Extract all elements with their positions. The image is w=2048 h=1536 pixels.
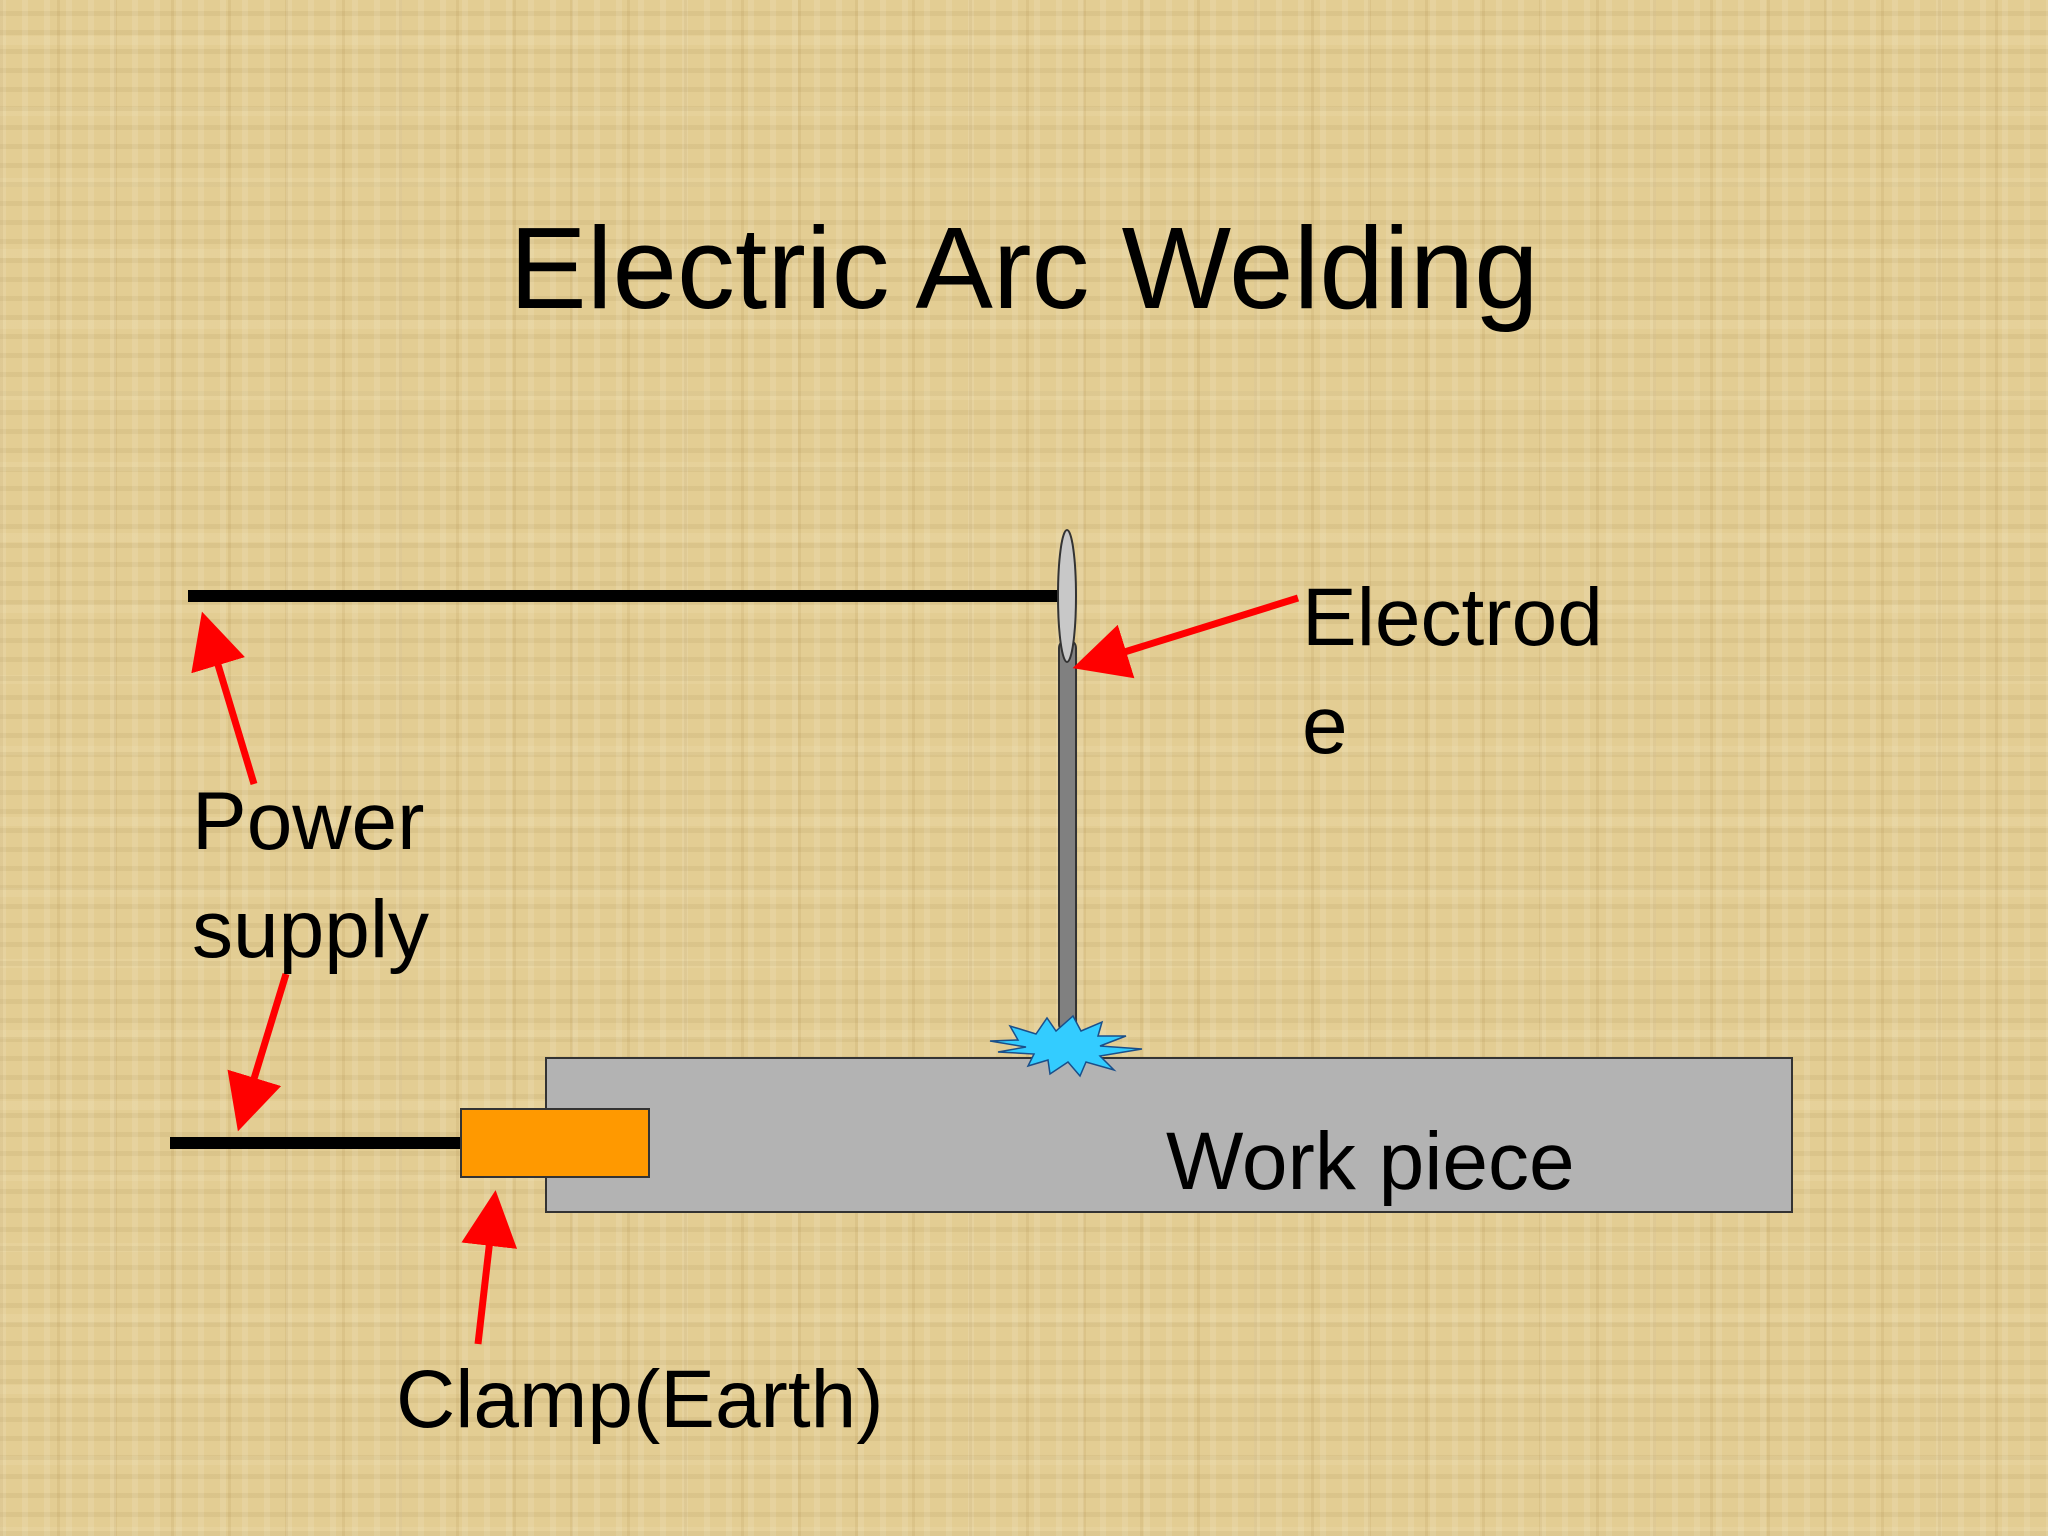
arc-spark bbox=[989, 1014, 1143, 1078]
electrode-label-line1: Electrod bbox=[1302, 572, 1603, 663]
electrode-rod bbox=[1058, 639, 1077, 1033]
work-piece-label: Work piece bbox=[1166, 1116, 1575, 1207]
electrode-label: Electrod e bbox=[1302, 564, 1603, 780]
slide-title: Electric Arc Welding bbox=[509, 203, 1539, 333]
clamp-arrow bbox=[461, 1190, 518, 1345]
power-supply-label-line2: supply bbox=[192, 884, 430, 975]
power-supply-label-line1: Power bbox=[192, 776, 425, 867]
work-piece bbox=[545, 1057, 1793, 1213]
electrode-holder bbox=[1057, 529, 1077, 663]
power-supply-label: Power supply bbox=[192, 768, 429, 984]
electrode-arrow bbox=[1072, 594, 1300, 679]
power-supply-arrow-up bbox=[191, 611, 258, 786]
power-supply-arrow-down bbox=[227, 972, 290, 1132]
electrode-label-line2: e bbox=[1302, 680, 1348, 771]
clamp-label: Clamp(Earth) bbox=[396, 1354, 884, 1445]
clamp bbox=[460, 1108, 650, 1178]
